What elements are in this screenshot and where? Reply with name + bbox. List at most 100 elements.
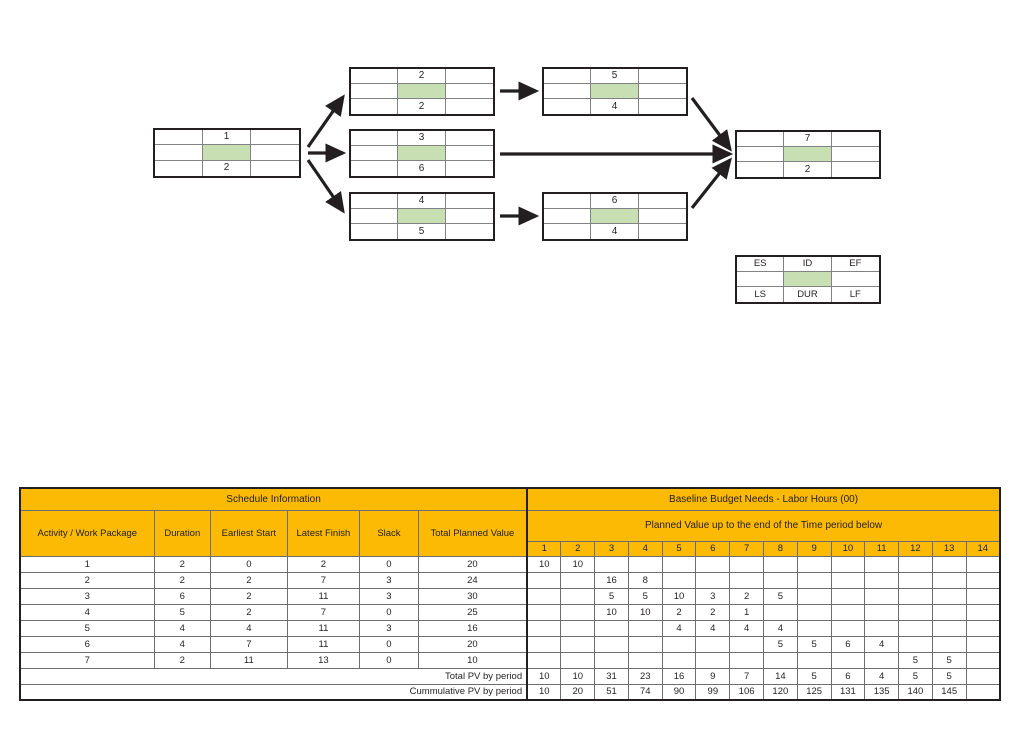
node-mid-right <box>832 147 879 161</box>
node-ls <box>544 99 592 114</box>
table-row[interactable]: 1 2 0 2 0 20 10 10 <box>18 555 1001 573</box>
cell-pv-8 <box>762 555 798 573</box>
node-lf <box>251 161 299 176</box>
cell-pv-2 <box>560 587 596 605</box>
col-earliest-start: Earliest Start <box>210 509 288 557</box>
total-pv-8: 14 <box>762 667 798 685</box>
cell-latest-finish: 13 <box>286 651 361 669</box>
cell-pv-13 <box>931 635 967 653</box>
activity-node-2[interactable]: 2 2 <box>349 67 495 116</box>
node-es <box>544 69 592 83</box>
table-row[interactable]: 2 2 2 7 3 24 16 8 <box>18 571 1001 589</box>
node-middle-row <box>544 84 686 99</box>
cell-pv-6 <box>695 635 731 653</box>
cell-pv-2: 10 <box>560 555 596 573</box>
cell-pv-9 <box>796 571 832 589</box>
legend-ls-label: LS <box>737 287 785 302</box>
cell-total-pv: 25 <box>417 603 528 621</box>
total-pv-10: 6 <box>830 667 866 685</box>
node-middle-row <box>155 145 299 161</box>
cumulative-pv-6: 99 <box>695 683 731 701</box>
legend-mid-left <box>737 272 785 286</box>
cell-pv-4: 10 <box>627 603 663 621</box>
cell-duration: 4 <box>153 635 212 653</box>
table-row[interactable]: 7 2 11 13 0 10 5 5 <box>18 651 1001 669</box>
cell-duration: 2 <box>153 651 212 669</box>
node-ls <box>544 224 592 239</box>
activity-node-1[interactable]: 1 2 <box>153 128 301 178</box>
cell-pv-3: 5 <box>594 587 629 605</box>
activity-node-6[interactable]: 6 4 <box>542 192 688 241</box>
cell-activity: 1 <box>18 555 155 573</box>
cell-pv-14 <box>965 571 1001 589</box>
activity-node-4[interactable]: 4 5 <box>349 192 495 241</box>
cell-pv-11: 4 <box>864 635 900 653</box>
cell-pv-11 <box>864 571 900 589</box>
node-id: 3 <box>398 131 446 145</box>
node-lf <box>639 224 686 239</box>
cell-pv-8 <box>762 603 798 621</box>
cell-pv-6: 4 <box>695 619 731 637</box>
cell-pv-8: 5 <box>762 635 798 653</box>
cell-activity: 4 <box>18 603 155 621</box>
planned-value-table-container: Schedule Information Baseline Budget Nee… <box>18 487 1001 701</box>
node-ef <box>446 69 493 83</box>
cell-pv-13 <box>931 587 967 605</box>
cell-duration: 2 <box>153 555 212 573</box>
node-dur: 4 <box>591 224 639 239</box>
activity-node-7[interactable]: 7 2 <box>735 130 881 179</box>
node-top-row: 3 <box>351 131 493 146</box>
period-header-4: 4 <box>627 540 663 557</box>
table-row[interactable]: 5 4 4 11 3 16 4 4 4 4 <box>18 619 1001 637</box>
cell-pv-3 <box>594 619 629 637</box>
node-middle-row <box>351 209 493 224</box>
cell-pv-1 <box>526 571 562 589</box>
node-ef <box>446 194 493 208</box>
total-pv-5: 16 <box>661 667 697 685</box>
node-middle-row <box>351 146 493 161</box>
legend-ef-label: EF <box>849 258 862 270</box>
node-bottom-row: 2 <box>351 99 493 114</box>
total-pv-6: 9 <box>695 667 731 685</box>
cell-pv-10 <box>830 651 866 669</box>
cell-pv-12 <box>898 571 933 589</box>
col-slack: Slack <box>359 509 419 557</box>
total-pv-13: 5 <box>931 667 967 685</box>
node-highlight <box>591 209 639 223</box>
activity-node-5[interactable]: 5 4 <box>542 67 688 116</box>
node-top-row: 5 <box>544 69 686 84</box>
cell-pv-1 <box>526 635 562 653</box>
cell-pv-12 <box>898 635 933 653</box>
cell-pv-14 <box>965 587 1001 605</box>
table-row[interactable]: 4 5 2 7 0 25 10 10 2 2 1 <box>18 603 1001 621</box>
cell-pv-8: 5 <box>762 587 798 605</box>
cell-earliest-start: 2 <box>210 587 288 605</box>
cell-pv-13 <box>931 603 967 621</box>
table-body: 1 2 0 2 0 20 10 10 <box>18 555 1001 701</box>
node-lf <box>446 224 493 239</box>
column-header-row: Activity / Work Package Duration Earlies… <box>18 509 1001 557</box>
col-latest-finish: Latest Finish <box>286 509 361 557</box>
node-legend: ES ID EF LS DUR LF <box>735 255 881 304</box>
node-id: 5 <box>591 69 639 83</box>
period-header-9: 9 <box>796 540 832 557</box>
node-top-row: 6 <box>544 194 686 209</box>
node-ls <box>351 224 399 239</box>
table-row[interactable]: 6 4 7 11 0 20 5 5 6 4 <box>18 635 1001 653</box>
col-activity: Activity / Work Package <box>18 509 155 557</box>
table-row[interactable]: 3 6 2 11 3 30 5 5 10 3 2 5 <box>18 587 1001 605</box>
cell-pv-11 <box>864 651 900 669</box>
cell-pv-12 <box>898 603 933 621</box>
period-header-3: 3 <box>594 540 629 557</box>
cell-pv-12 <box>898 587 933 605</box>
node-mid-left <box>351 146 399 160</box>
cell-pv-6: 3 <box>695 587 731 605</box>
node-id: 2 <box>398 69 446 83</box>
cell-pv-10 <box>830 587 866 605</box>
node-id: 7 <box>784 132 832 146</box>
cell-pv-2 <box>560 603 596 621</box>
node-highlight <box>784 147 832 161</box>
activity-node-3[interactable]: 3 6 <box>349 129 495 178</box>
node-lf <box>832 162 879 177</box>
cell-pv-7 <box>729 555 764 573</box>
